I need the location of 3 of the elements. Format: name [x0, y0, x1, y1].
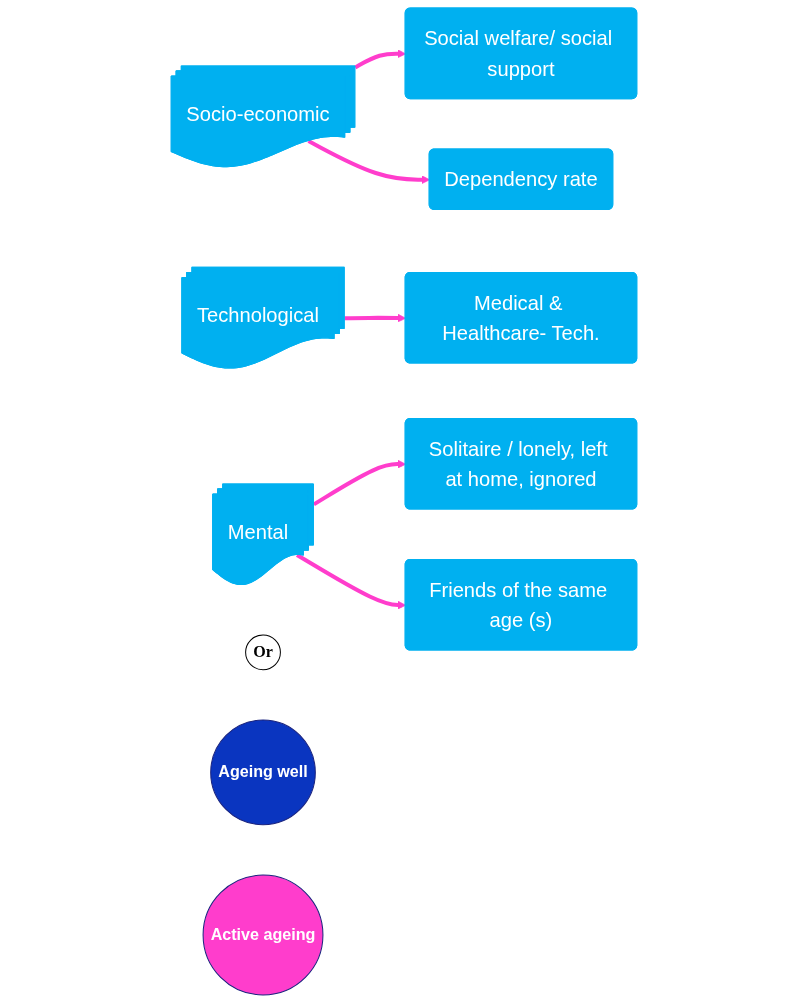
- node-circle: Active ageing: [202, 874, 324, 996]
- node-circle: Ageing well: [210, 719, 316, 826]
- node-circle: Or: [245, 634, 281, 671]
